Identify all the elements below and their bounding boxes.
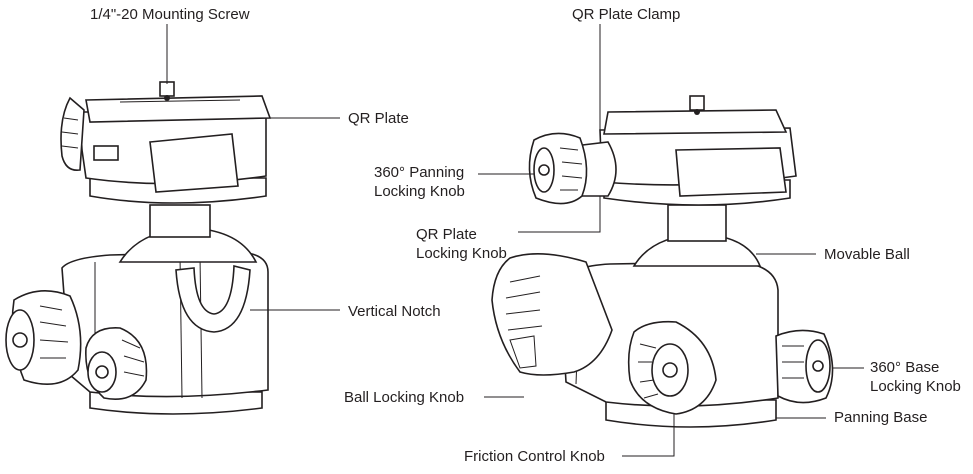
label-panning-knob-line2: Locking Knob [374, 183, 465, 200]
label-panning-base: Panning Base [834, 409, 928, 426]
label-qr-plate-knob: QR Plate Locking Knob [416, 225, 507, 263]
right-neck [667, 204, 727, 242]
label-mounting-screw: 1/4"-20 Mounting Screw [90, 6, 250, 23]
leader-lines [166, 24, 864, 457]
left-mounting-screw [159, 81, 175, 97]
right-base-knob [775, 329, 834, 404]
label-base-knob: 360° Base Locking Knob [870, 358, 961, 396]
label-ball-locking-knob: Ball Locking Knob [344, 389, 465, 406]
label-qr-plate-knob-line2: Locking Knob [416, 245, 507, 262]
left-friction-knob [85, 327, 148, 400]
leader-friction-knob [622, 414, 675, 457]
left-qr-plate [85, 95, 272, 123]
label-panning-knob-line1: 360° Panning [374, 164, 465, 181]
right-qr-knob [528, 132, 617, 205]
label-qr-plate-clamp: QR Plate Clamp [572, 6, 681, 23]
left-neck [149, 204, 211, 238]
vertical-notch [175, 264, 251, 333]
right-panning-base [605, 399, 777, 428]
label-movable-ball: Movable Ball [824, 246, 910, 263]
left-large-knob [5, 290, 82, 386]
right-ball-locking-knob [491, 253, 613, 376]
label-qr-plate-knob-line1: QR Plate [416, 226, 477, 243]
right-qr-plate [603, 109, 788, 135]
label-friction-knob: Friction Control Knob [464, 448, 605, 465]
right-friction-knob [627, 320, 717, 415]
label-base-knob-line2: Locking Knob [870, 378, 961, 395]
left-ball-head [5, 81, 272, 415]
left-panning-base [89, 391, 263, 415]
label-vertical-notch: Vertical Notch [348, 303, 441, 320]
right-mounting-screw [689, 95, 705, 111]
label-base-knob-line1: 360° Base [870, 359, 940, 376]
leader-qr-plate-knob [518, 196, 601, 233]
right-ball-head [491, 95, 834, 428]
label-panning-knob: 360° Panning Locking Knob [374, 163, 465, 201]
label-qr-plate: QR Plate [348, 110, 409, 127]
